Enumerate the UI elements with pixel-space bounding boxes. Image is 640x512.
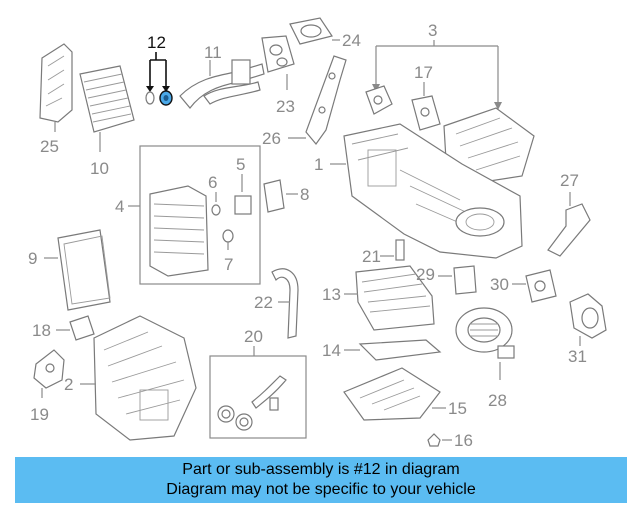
parts-diagram: 25 10 12 11 24 23 26	[28, 17, 607, 450]
callout-15: 15	[448, 399, 467, 418]
part-12-o-ring	[145, 91, 155, 105]
part-16-clip	[427, 433, 441, 447]
leader-3	[375, 40, 499, 106]
callout-17: 17	[414, 63, 433, 82]
part-24-gasket	[289, 17, 333, 45]
part-22-drain-hose	[271, 268, 299, 339]
callout-16: 16	[454, 431, 473, 450]
callout-19: 19	[30, 405, 49, 424]
part-8-connector	[263, 179, 285, 213]
part-9-cabin-filter	[57, 229, 111, 311]
info-banner: Part or sub-assembly is #12 in diagram D…	[15, 457, 627, 503]
callout-13: 13	[322, 285, 341, 304]
part-28-blower-motor	[455, 307, 515, 359]
callout-4: 4	[115, 197, 124, 216]
callout-1: 1	[314, 155, 323, 174]
callout-26: 26	[262, 129, 281, 148]
part-7-seal	[222, 229, 234, 243]
callout-3: 3	[428, 21, 437, 40]
callout-30: 30	[490, 275, 509, 294]
part-5-valve	[234, 195, 252, 215]
callout-14: 14	[322, 341, 341, 360]
callout-21: 21	[362, 247, 381, 266]
leader-3-arrow-right	[494, 102, 502, 110]
part-3-actuator-small	[365, 85, 393, 115]
callout-8: 8	[300, 185, 309, 204]
part-19-actuator	[33, 349, 65, 389]
callout-6: 6	[208, 173, 217, 192]
callout-9: 9	[28, 249, 37, 268]
part-21-sensor	[395, 239, 405, 261]
part-20-hose-kit	[217, 375, 287, 431]
part-17-actuator	[411, 95, 441, 131]
callout-23: 23	[276, 97, 295, 116]
part-18-sensor	[69, 315, 95, 341]
part-2-lower-housing	[93, 315, 197, 441]
callout-11: 11	[204, 43, 222, 62]
part-1-hvac-case	[343, 123, 523, 259]
part-27-bracket	[547, 203, 591, 257]
callout-24: 24	[342, 31, 361, 50]
callout-5: 5	[236, 155, 245, 174]
callout-7: 7	[224, 255, 233, 274]
part-31-actuator	[569, 293, 607, 339]
callout-25: 25	[40, 137, 59, 156]
part-12-highlighted-seal	[159, 90, 173, 106]
callout-12: 12	[147, 33, 166, 52]
callout-28: 28	[488, 391, 507, 410]
group-4-box	[139, 145, 261, 285]
part-25-housing-bracket	[39, 43, 73, 123]
part-13-filter-housing	[355, 265, 435, 331]
part-4-evaporator	[149, 185, 209, 277]
callout-31: 31	[568, 347, 587, 366]
callout-29: 29	[416, 265, 435, 284]
part-15-lower-cover	[343, 367, 441, 421]
group-20-box	[209, 355, 307, 439]
part-11-pipe	[179, 59, 265, 109]
callout-10: 10	[90, 159, 109, 178]
part-30-motor	[525, 269, 557, 303]
banner-line-2: Diagram may not be specific to your vehi…	[166, 481, 476, 498]
leader-3-arrow-left	[372, 84, 380, 92]
leader-12-arrow-left	[146, 86, 154, 92]
part-29-resistor	[453, 265, 477, 295]
banner-line-1: Part or sub-assembly is #12 in diagram	[182, 461, 460, 478]
leader-12	[149, 52, 167, 88]
part-23-seal	[261, 35, 295, 73]
callout-20: 20	[244, 327, 263, 346]
callout-2: 2	[64, 375, 73, 394]
part-26-bracket	[305, 55, 347, 145]
part-10-heater-core	[79, 65, 135, 133]
part-6-o-ring	[211, 204, 221, 216]
callout-22: 22	[254, 293, 273, 312]
callout-18: 18	[32, 321, 51, 340]
callout-27: 27	[560, 171, 579, 190]
part-14-seal-strip	[358, 339, 442, 361]
leader-12-arrow-right	[162, 86, 170, 92]
